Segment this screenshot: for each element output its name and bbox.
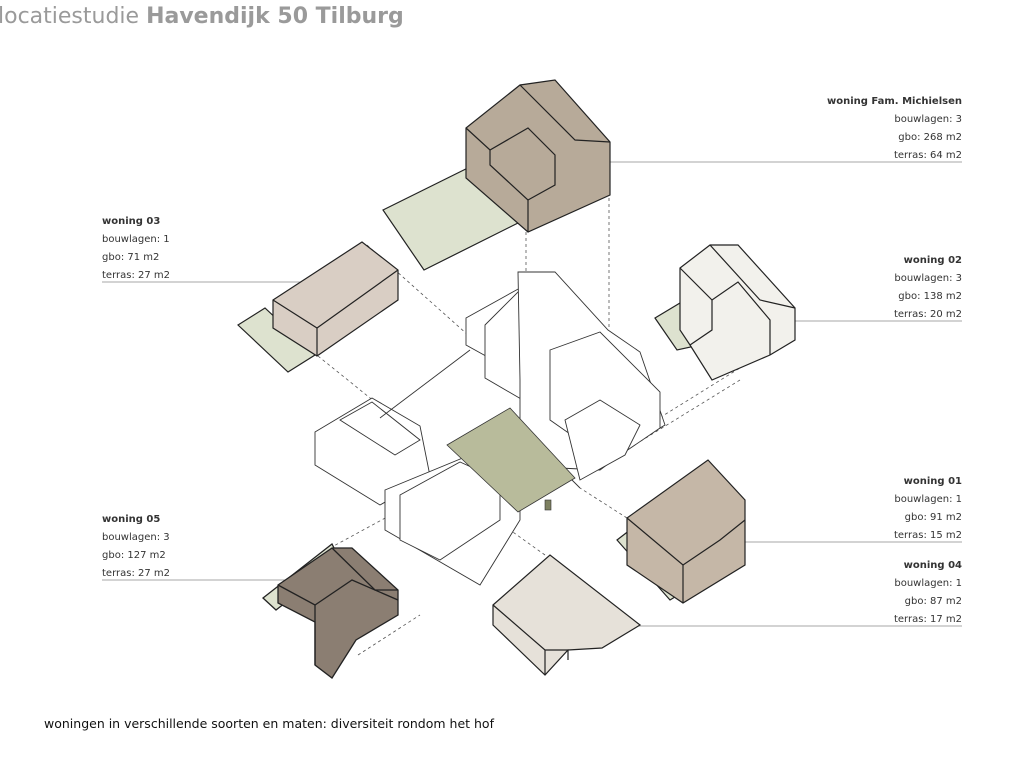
label-line: gbo: 91 m2 xyxy=(904,512,962,523)
label-title: woning Fam. Michielsen xyxy=(826,96,962,107)
block-w01 xyxy=(626,459,746,604)
courtyard xyxy=(446,407,576,513)
label-w04: woning 04 bouwlagen: 1 gbo: 87 m2 terras… xyxy=(800,557,962,629)
label-line: bouwlagen: 1 xyxy=(894,578,962,589)
house-w02 xyxy=(654,244,796,381)
house-w04 xyxy=(492,554,642,676)
label-line: bouwlagen: 1 xyxy=(894,494,962,505)
house-w05 xyxy=(261,542,399,679)
label-line: bouwlagen: 3 xyxy=(894,273,962,284)
label-line: gbo: 71 m2 xyxy=(102,252,160,263)
house-michielsen xyxy=(382,79,611,271)
header-prefix: locatiestudie xyxy=(0,4,140,29)
label-w03: woning 03 bouwlagen: 1 gbo: 71 m2 terras… xyxy=(102,213,262,285)
label-line: gbo: 127 m2 xyxy=(102,550,166,561)
label-line: terras: 27 m2 xyxy=(102,568,171,579)
label-line: bouwlagen: 1 xyxy=(102,234,170,245)
label-title: woning 03 xyxy=(102,216,161,227)
label-line: terras: 27 m2 xyxy=(102,270,171,281)
block-michielsen xyxy=(465,79,611,233)
block-w02 xyxy=(679,244,796,381)
label-title: woning 04 xyxy=(903,560,962,571)
label-line: terras: 20 m2 xyxy=(893,309,962,320)
label-line: bouwlagen: 3 xyxy=(894,114,962,125)
label-w01: woning 01 bouwlagen: 1 gbo: 91 m2 terras… xyxy=(800,473,962,545)
label-line: gbo: 268 m2 xyxy=(898,132,962,143)
courtyard-gate xyxy=(544,499,552,511)
label-w02: woning 02 bouwlagen: 3 gbo: 138 m2 terra… xyxy=(800,252,962,324)
label-line: bouwlagen: 3 xyxy=(102,532,170,543)
page-header: locatiestudie Havendijk 50 Tilburg xyxy=(0,4,404,29)
label-title: woning 05 xyxy=(102,514,161,525)
block-w04 xyxy=(492,554,642,676)
central-complex xyxy=(314,271,666,586)
label-line: terras: 15 m2 xyxy=(893,530,962,541)
label-line: terras: 64 m2 xyxy=(893,150,962,161)
block-w03 xyxy=(272,241,399,357)
label-michielsen: woning Fam. Michielsen bouwlagen: 3 gbo:… xyxy=(800,93,962,165)
label-title: woning 01 xyxy=(903,476,962,487)
house-w03 xyxy=(237,241,399,373)
label-line: gbo: 138 m2 xyxy=(898,291,962,302)
house-w01 xyxy=(616,459,746,604)
label-title: woning 02 xyxy=(903,255,962,266)
block-w05 xyxy=(277,547,399,679)
caption: woningen in verschillende soorten en mat… xyxy=(44,716,494,731)
header-title: Havendijk 50 Tilburg xyxy=(146,4,404,29)
label-w05: woning 05 bouwlagen: 3 gbo: 127 m2 terra… xyxy=(102,511,262,583)
label-line: terras: 17 m2 xyxy=(893,614,962,625)
label-line: gbo: 87 m2 xyxy=(904,596,962,607)
leader-lines xyxy=(102,161,962,627)
